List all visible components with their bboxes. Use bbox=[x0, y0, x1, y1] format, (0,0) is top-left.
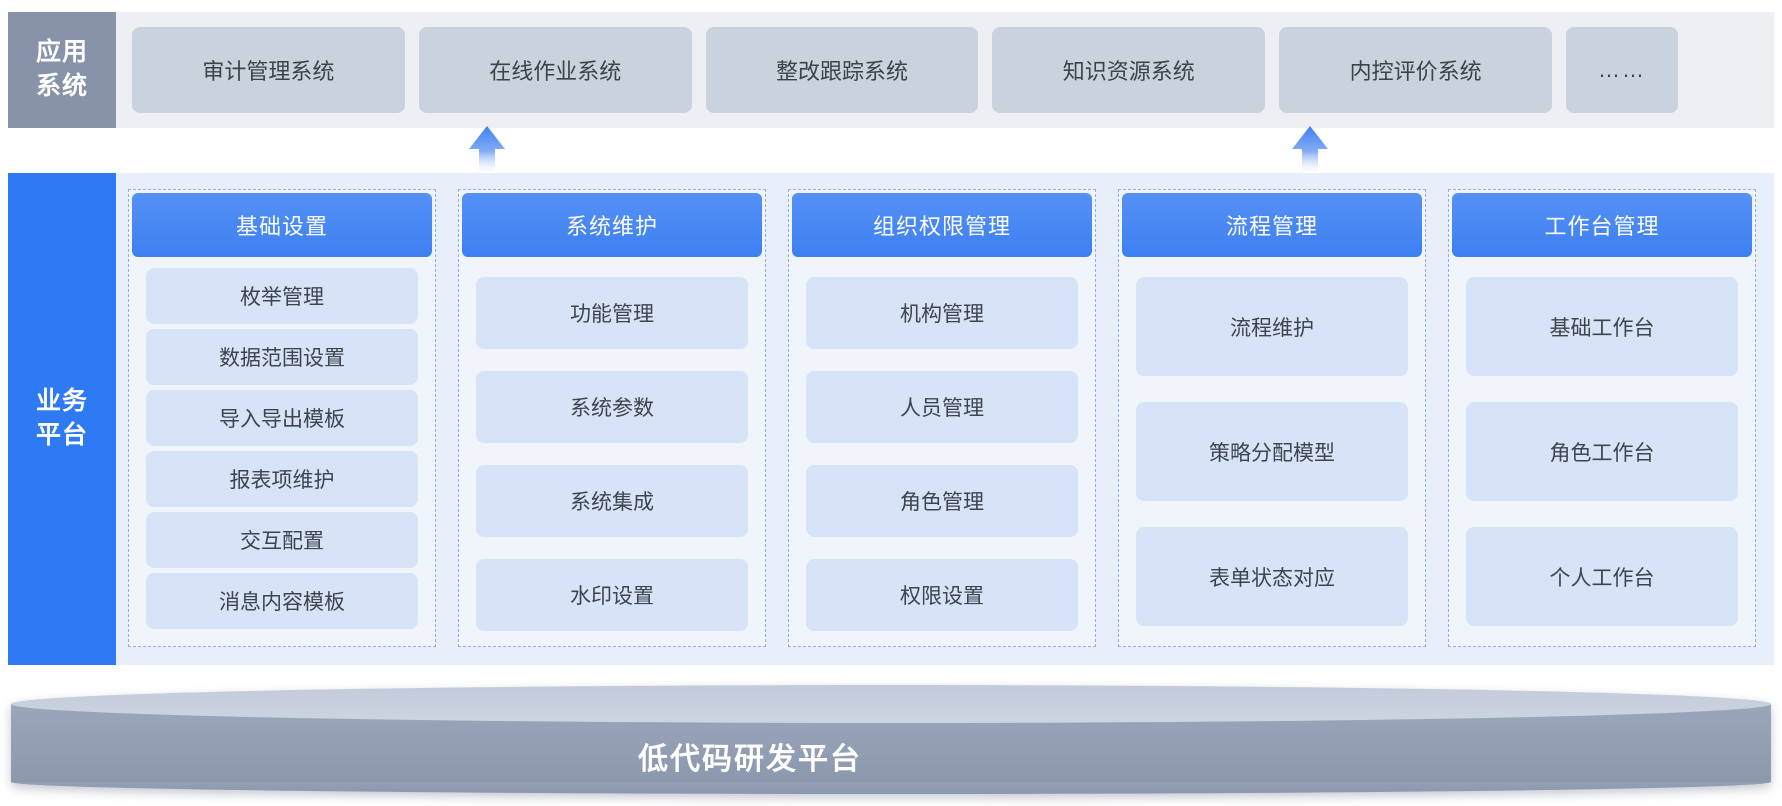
module-item: 导入导出模板 bbox=[146, 390, 418, 446]
system-box-3: 整改跟踪系统 bbox=[705, 27, 979, 113]
module-item: 系统参数 bbox=[476, 371, 748, 443]
module-item: 流程维护 bbox=[1136, 277, 1408, 376]
module-item-label: 表单状态对应 bbox=[1209, 566, 1335, 590]
module-item: 系统集成 bbox=[476, 465, 748, 537]
module-item-label: 导入导出模板 bbox=[219, 408, 345, 431]
column-body: 流程维护 策略分配模型 表单状态对应 bbox=[1122, 257, 1422, 634]
column-header: 系统维护 bbox=[462, 193, 762, 257]
app-systems-row: 审计管理系统 在线作业系统 整改跟踪系统 知识资源系统 内控评价系统 bbox=[132, 27, 1552, 113]
module-item-label: 水印设置 bbox=[570, 585, 654, 608]
module-item-label: 系统集成 bbox=[570, 491, 654, 514]
module-item: 权限设置 bbox=[806, 559, 1078, 631]
up-arrow-icon bbox=[1292, 126, 1328, 172]
module-item-label: 系统参数 bbox=[570, 397, 654, 420]
system-box-label: 整改跟踪系统 bbox=[775, 59, 908, 84]
column-header: 组织权限管理 bbox=[792, 193, 1092, 257]
module-item-label: 基础工作台 bbox=[1549, 316, 1655, 340]
system-box-label: 知识资源系统 bbox=[1062, 59, 1195, 84]
module-item-label: 人员管理 bbox=[900, 397, 984, 420]
disc-shape bbox=[11, 685, 1771, 794]
column-title: 基础设置 bbox=[235, 214, 328, 239]
module-item: 交互配置 bbox=[146, 512, 418, 568]
platform-column-5: 工作台管理 基础工作台 角色工作台 个人工作台 bbox=[1448, 189, 1756, 647]
application-systems-band: 应用 系统 审计管理系统 在线作业系统 整改跟踪系统 知识资源系统 内控评价系统… bbox=[8, 12, 1774, 128]
module-item-label: 机构管理 bbox=[900, 303, 984, 326]
module-item: 角色工作台 bbox=[1466, 402, 1738, 501]
module-item-label: 流程维护 bbox=[1230, 316, 1314, 340]
module-item: 数据范围设置 bbox=[146, 329, 418, 385]
business-platform-label-line1: 业务 bbox=[35, 387, 88, 416]
base-platform-title: 低代码研发平台 bbox=[638, 743, 862, 776]
more-systems-ellipsis: …… bbox=[1598, 57, 1646, 82]
column-title: 组织权限管理 bbox=[872, 214, 1011, 239]
system-box-2: 在线作业系统 bbox=[418, 27, 692, 113]
module-item: 基础工作台 bbox=[1466, 277, 1738, 376]
system-box-label: 内控评价系统 bbox=[1349, 59, 1482, 84]
module-item: 机构管理 bbox=[806, 277, 1078, 349]
column-body: 机构管理 人员管理 角色管理 权限设置 bbox=[792, 257, 1092, 634]
app-systems-label: 应用 系统 bbox=[8, 12, 116, 128]
platform-column-2: 系统维护 功能管理 系统参数 系统集成 水印设置 bbox=[458, 189, 766, 647]
module-item: 人员管理 bbox=[806, 371, 1078, 443]
column-body: 枚举管理 数据范围设置 导入导出模板 报表项维护 交互配置 消息内容模板 bbox=[132, 257, 432, 634]
module-item: 消息内容模板 bbox=[146, 573, 418, 629]
system-box-4: 知识资源系统 bbox=[992, 27, 1266, 113]
column-header: 工作台管理 bbox=[1452, 193, 1752, 257]
up-arrow-icon bbox=[469, 126, 505, 172]
column-title: 系统维护 bbox=[565, 214, 658, 239]
system-box-label: 审计管理系统 bbox=[202, 59, 335, 84]
module-item-label: 枚举管理 bbox=[240, 286, 324, 309]
system-box-1: 审计管理系统 bbox=[132, 27, 405, 113]
system-box-5: 内控评价系统 bbox=[1279, 27, 1552, 113]
module-item: 枚举管理 bbox=[146, 268, 418, 324]
module-item: 策略分配模型 bbox=[1136, 402, 1408, 501]
module-item: 报表项维护 bbox=[146, 451, 418, 507]
app-systems-label-line2: 系统 bbox=[35, 72, 88, 100]
module-item: 水印设置 bbox=[476, 559, 748, 631]
app-systems-strip: 审计管理系统 在线作业系统 整改跟踪系统 知识资源系统 内控评价系统 …… bbox=[116, 12, 1774, 128]
column-header: 流程管理 bbox=[1122, 193, 1422, 257]
module-item: 功能管理 bbox=[476, 277, 748, 349]
module-item-label: 角色工作台 bbox=[1549, 441, 1655, 465]
system-box-label: 在线作业系统 bbox=[489, 59, 622, 84]
module-item: 角色管理 bbox=[806, 465, 1078, 537]
more-systems-box: …… bbox=[1566, 27, 1678, 113]
base-platform-disc: 低代码研发平台 bbox=[8, 684, 1774, 800]
column-title: 工作台管理 bbox=[1544, 214, 1660, 239]
module-item-label: 消息内容模板 bbox=[219, 591, 345, 614]
module-item: 个人工作台 bbox=[1466, 527, 1738, 626]
business-platform-section: 业务 平台 基础设置 枚举管理 数据范围设置 导入导出模板 报表项维护 交互配置… bbox=[8, 173, 1774, 665]
module-item-label: 角色管理 bbox=[900, 491, 984, 514]
column-title: 流程管理 bbox=[1225, 214, 1318, 239]
module-item: 表单状态对应 bbox=[1136, 527, 1408, 626]
app-systems-label-line1: 应用 bbox=[35, 38, 88, 67]
column-body: 基础工作台 角色工作台 个人工作台 bbox=[1452, 257, 1752, 634]
platform-column-1: 基础设置 枚举管理 数据范围设置 导入导出模板 报表项维护 交互配置 消息内容模… bbox=[128, 189, 436, 647]
module-item-label: 数据范围设置 bbox=[219, 347, 345, 370]
module-item-label: 报表项维护 bbox=[229, 469, 335, 492]
business-platform-label: 业务 平台 bbox=[8, 173, 116, 665]
module-item-label: 交互配置 bbox=[240, 530, 324, 553]
module-item-label: 个人工作台 bbox=[1549, 566, 1655, 590]
module-item-label: 策略分配模型 bbox=[1209, 441, 1335, 465]
module-item-label: 功能管理 bbox=[570, 303, 654, 326]
platform-column-4: 流程管理 流程维护 策略分配模型 表单状态对应 bbox=[1118, 189, 1426, 647]
column-body: 功能管理 系统参数 系统集成 水印设置 bbox=[462, 257, 762, 634]
business-platform-label-line2: 平台 bbox=[35, 421, 88, 449]
platform-columns: 基础设置 枚举管理 数据范围设置 导入导出模板 报表项维护 交互配置 消息内容模… bbox=[116, 173, 1774, 665]
platform-column-3: 组织权限管理 机构管理 人员管理 角色管理 权限设置 bbox=[788, 189, 1096, 647]
column-header: 基础设置 bbox=[132, 193, 432, 257]
module-item-label: 权限设置 bbox=[900, 585, 984, 608]
